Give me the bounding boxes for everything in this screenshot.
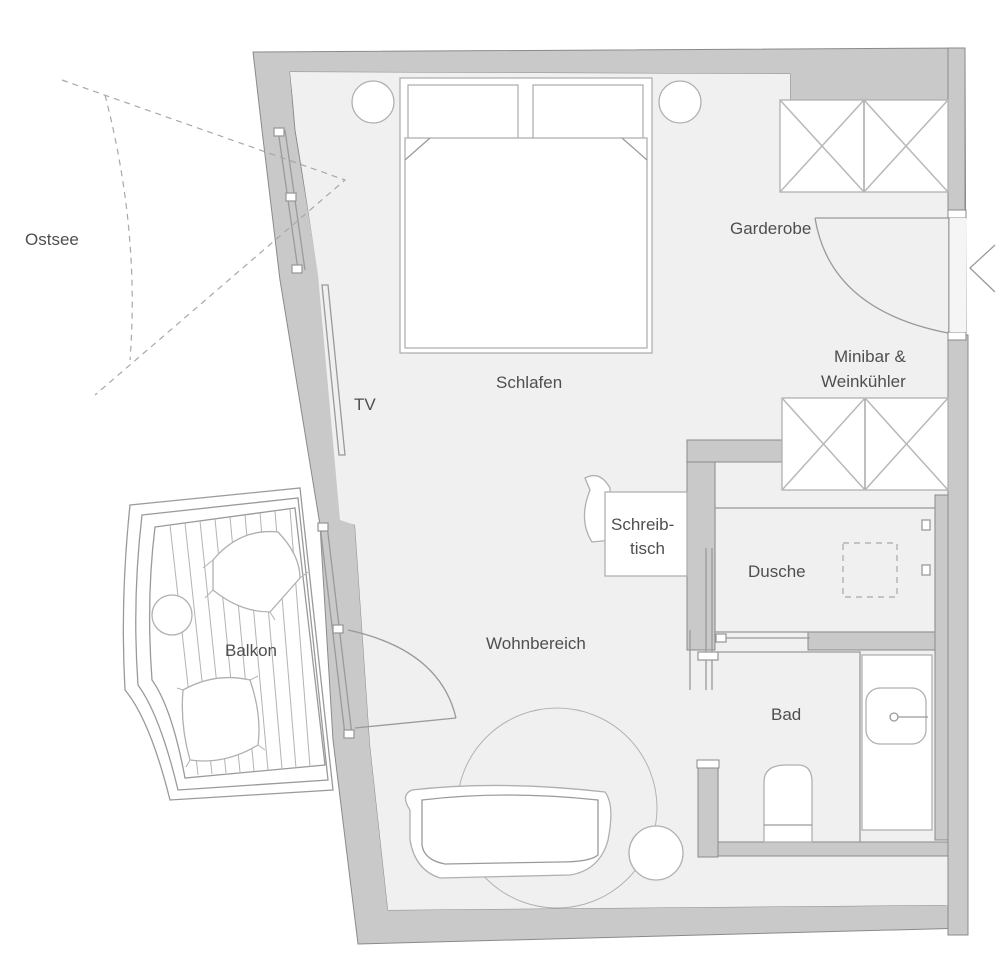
label-bathroom: Bad xyxy=(771,705,801,724)
wardrobe-top xyxy=(779,99,949,193)
wall-shower-top xyxy=(686,439,783,463)
tv-unit xyxy=(321,284,346,456)
wall-entry-right-lower xyxy=(947,334,969,936)
sea-view-cone xyxy=(61,79,347,396)
balcony-chair-bottom xyxy=(176,675,266,768)
balcony-outline-outer xyxy=(122,487,334,801)
label-shower: Dusche xyxy=(748,562,806,581)
shower-head xyxy=(921,519,931,576)
label-living: Wohnbereich xyxy=(486,634,586,653)
balcony-chair-top xyxy=(202,530,309,621)
bed xyxy=(399,77,653,354)
wall-bath-right xyxy=(934,494,949,841)
glass-partition xyxy=(689,548,810,690)
wall-bath-left xyxy=(697,761,719,858)
balcony-deck xyxy=(148,507,326,779)
label-desk-2: tisch xyxy=(630,539,665,558)
balcony-door xyxy=(347,629,457,729)
wall-entry-right xyxy=(947,47,966,219)
label-tv: TV xyxy=(354,395,376,414)
label-minibar-1: Minibar & xyxy=(834,347,906,366)
nightstand-left xyxy=(351,80,395,124)
balcony-table xyxy=(151,594,193,636)
wall-bath-divider xyxy=(807,631,937,651)
label-sea: Ostsee xyxy=(25,230,79,249)
window-living xyxy=(317,522,355,739)
label-wardrobe: Garderobe xyxy=(730,219,811,238)
label-balcony: Balkon xyxy=(225,641,277,660)
shower-room xyxy=(714,507,936,633)
label-desk-1: Schreib- xyxy=(611,515,674,534)
side-table xyxy=(628,825,684,881)
sofa xyxy=(404,784,612,879)
washbasin xyxy=(861,654,933,831)
desk xyxy=(583,474,688,577)
minibar-cabinet xyxy=(781,397,949,491)
entrance-door xyxy=(814,209,967,341)
label-sleeping: Schlafen xyxy=(496,373,562,392)
shower-tray xyxy=(842,542,898,598)
wall-stub-bath xyxy=(696,759,720,769)
wall-shower-left xyxy=(686,439,716,651)
bath-room xyxy=(717,651,861,843)
entrance-arrow-icon xyxy=(969,244,996,293)
toilet xyxy=(763,764,813,843)
nightstand-right xyxy=(658,80,702,124)
window-top xyxy=(273,127,306,274)
wall-bath-bottom xyxy=(697,841,949,857)
label-minibar-2: Weinkühler xyxy=(821,372,906,391)
balcony-outline-mid xyxy=(135,497,329,791)
